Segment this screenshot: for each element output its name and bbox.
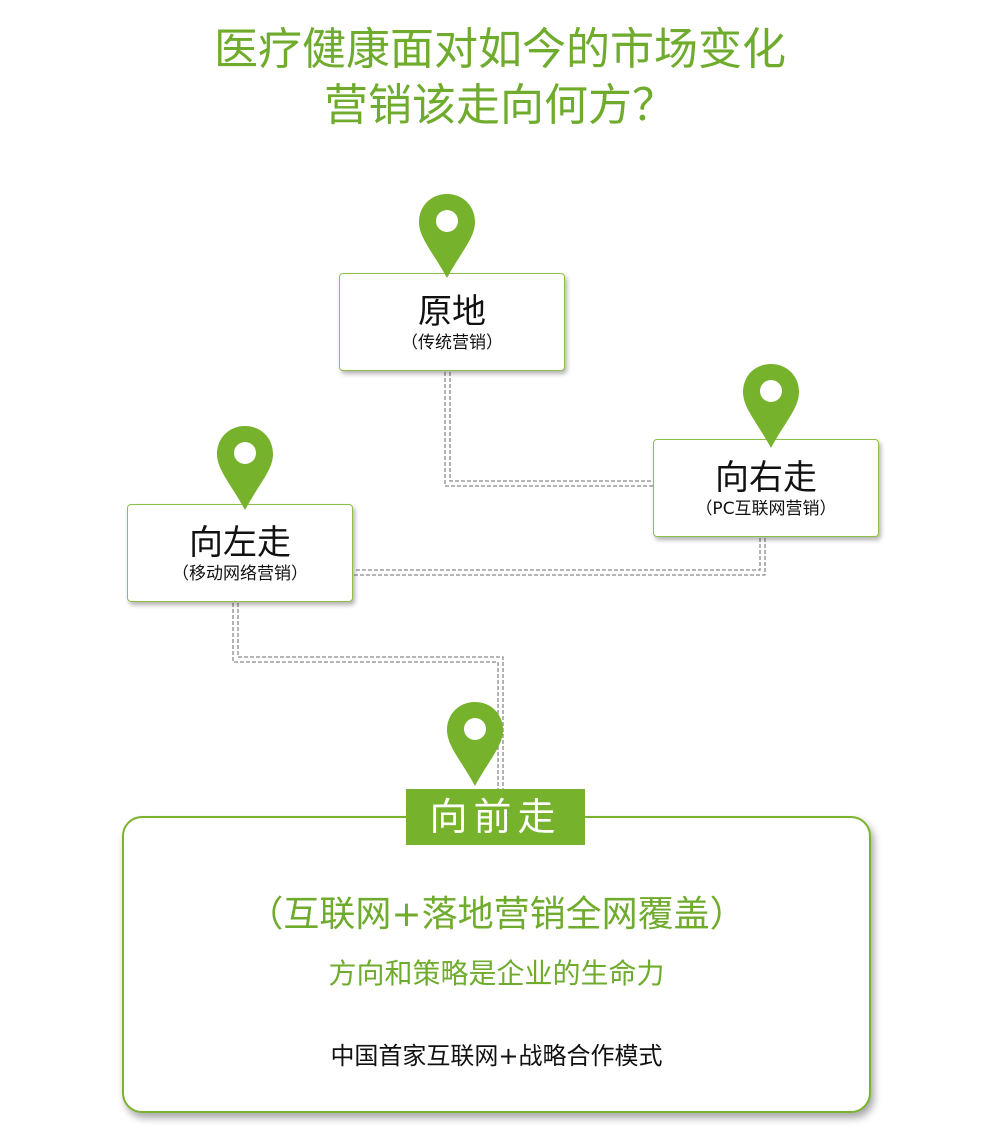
node-right-label: 向右走 [715,458,817,498]
connector-right-left [354,538,766,576]
node-stay-sub: （传统营销） [401,333,503,353]
node-left-label: 向左走 [189,523,291,563]
location-pin-icon [419,194,475,278]
summary-tagline: 中国首家互联网+战略合作模式 [330,1042,663,1070]
location-pin-icon [743,364,799,448]
node-stay-label: 原地 [418,292,486,332]
node-right: 向右走 （PC互联网营销） [653,439,879,537]
node-forward-label: 向前走 [406,789,585,845]
summary-slogan: 方向和策略是企业的生命力 [328,957,665,990]
node-left: 向左走 （移动网络营销） [127,504,353,602]
node-right-sub: （PC互联网营销） [695,499,837,519]
title-line-2: 营销该走向何方？ [324,80,676,131]
title-line-1: 医疗健康面对如今的市场变化 [214,24,786,75]
location-pin-icon [217,426,273,510]
node-stay: 原地 （传统营销） [339,273,565,371]
location-pin-icon [447,702,503,786]
node-left-sub: （移动网络营销） [172,564,308,584]
connector-stay-right [444,372,653,487]
summary-headline: （互联网+落地营销全网覆盖） [247,894,746,935]
